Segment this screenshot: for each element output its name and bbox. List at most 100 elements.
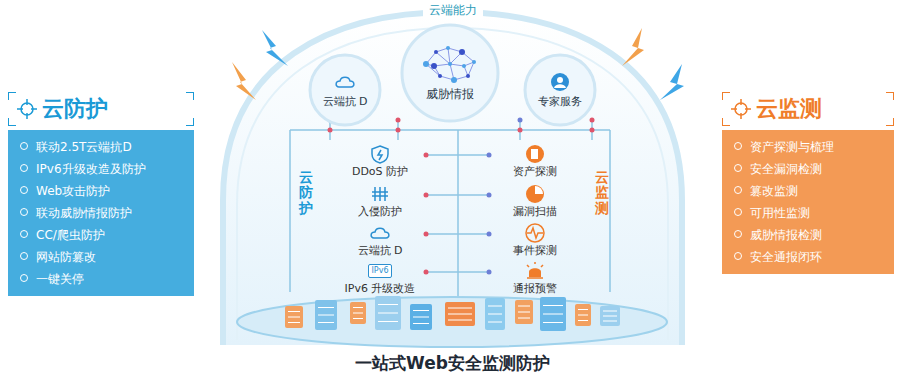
bullet — [734, 142, 742, 150]
icon — [523, 184, 547, 204]
node-text: IPv6 升级改造 — [343, 282, 418, 296]
function-item: 漏洞扫描 — [493, 183, 577, 219]
connector-dot — [487, 153, 492, 158]
vertical-label: 云防护 — [299, 170, 313, 216]
target-icon — [16, 98, 38, 120]
bracket — [186, 92, 194, 100]
icon — [368, 223, 392, 243]
node-text: 云端抗 D — [356, 244, 405, 258]
connector-dot — [424, 232, 429, 237]
icon-label: IPv6 — [368, 264, 391, 278]
icon — [523, 261, 547, 281]
connector-dot — [424, 270, 429, 275]
list-item: 网站防篡改 — [16, 246, 186, 268]
list-item: 安全通报闭环 — [730, 246, 886, 268]
function-item: 事件探测 — [493, 222, 577, 258]
icon-slot — [493, 260, 577, 282]
list-item: 资产探测与梳理 — [730, 136, 886, 158]
node-text: 入侵防护 — [356, 205, 404, 219]
circle-outline — [400, 23, 500, 123]
bullet — [20, 142, 28, 150]
node-text: 资产探测 — [511, 165, 559, 179]
node-text: 一站式Web安全监测防护 — [349, 352, 556, 375]
icon-slot — [493, 143, 577, 165]
list-item: IPv6升级改造及防护 — [16, 158, 186, 180]
connector-dot — [487, 270, 492, 275]
icon — [418, 44, 482, 84]
icon-slot — [493, 183, 577, 205]
icon — [548, 72, 572, 92]
bracket — [8, 92, 16, 100]
panel-title: 云防护 — [8, 92, 194, 126]
icon-slot — [338, 183, 422, 205]
capability-circle: 威胁情报 — [400, 23, 500, 123]
list-item: CC/爬虫防护 — [16, 224, 186, 246]
bullet — [20, 164, 28, 172]
connector — [424, 154, 491, 156]
node-text: 事件探测 — [511, 244, 559, 258]
lightning-bolt — [660, 64, 684, 100]
icon — [523, 144, 547, 164]
icon — [368, 144, 392, 164]
bracket — [886, 92, 894, 100]
connector-dot — [487, 232, 492, 237]
node-text: 通报预警 — [511, 282, 559, 296]
bullet — [734, 186, 742, 194]
dome-region: 云端能力一站式Web安全监测防护 云端抗 D 威胁情报 专家服务 DDoS 防护 资产探测… — [215, 0, 690, 385]
bullet — [20, 274, 28, 282]
bracket — [8, 118, 16, 126]
panel-list: 联动2.5T云端抗DIPv6升级改造及防护Web攻击防护联动威胁情报防护CC/爬… — [8, 130, 194, 296]
bullet — [734, 164, 742, 172]
vertical-label: 云监测 — [595, 170, 609, 216]
panel-list: 资产探测与梳理安全漏洞检测篡改监测可用性监测威胁情报检测安全通报闭环 — [722, 130, 894, 274]
function-item: IPv6IPv6 升级改造 — [338, 260, 422, 296]
connector-dot — [487, 193, 492, 198]
list-item: 安全漏洞检测 — [730, 158, 886, 180]
icon — [523, 223, 547, 243]
feature-panel: 云防护联动2.5T云端抗DIPv6升级改造及防护Web攻击防护联动威胁情报防护C… — [8, 92, 194, 296]
node-text: 云端抗 D — [323, 94, 368, 109]
function-item: 通报预警 — [493, 260, 577, 296]
icon-slot — [338, 143, 422, 165]
bullet — [734, 230, 742, 238]
connector-dot — [424, 153, 429, 158]
icon-slot — [338, 222, 422, 244]
node-text: 云监测 — [756, 96, 822, 121]
capability-circle: 云端抗 D — [308, 53, 382, 127]
capability-circle: 专家服务 — [523, 53, 597, 127]
bullet — [20, 186, 28, 194]
connector — [424, 271, 491, 273]
feature-panel: 云监测资产探测与梳理安全漏洞检测篡改监测可用性监测威胁情报检测安全通报闭环 — [722, 92, 894, 274]
connector — [424, 194, 491, 196]
node-text: 云端能力 — [423, 2, 483, 19]
list-item: Web攻击防护 — [16, 180, 186, 202]
lightning-bolt — [622, 28, 644, 66]
node-text: 威胁情报 — [426, 86, 474, 103]
panel-title: 云监测 — [722, 92, 894, 126]
icon — [368, 184, 392, 204]
list-item: 威胁情报检测 — [730, 224, 886, 246]
bracket — [722, 92, 730, 100]
bullet — [20, 252, 28, 260]
connector — [424, 233, 491, 235]
bracket — [722, 118, 730, 126]
bracket — [186, 118, 194, 126]
function-item: 资产探测 — [493, 143, 577, 179]
bullet — [20, 230, 28, 238]
node-text: DDoS 防护 — [350, 165, 410, 179]
icon-slot — [493, 222, 577, 244]
circle-outline — [308, 53, 382, 127]
icon-slot: IPv6 — [338, 260, 422, 282]
bullet — [20, 208, 28, 216]
node-text: 专家服务 — [538, 94, 582, 109]
bullet — [734, 208, 742, 216]
node-text: 漏洞扫描 — [511, 205, 559, 219]
function-item: 云端抗 D — [338, 222, 422, 258]
icon — [333, 72, 357, 92]
node-text: 云防护 — [42, 96, 108, 121]
bracket — [886, 118, 894, 126]
connector-dot — [424, 193, 429, 198]
list-item: 可用性监测 — [730, 202, 886, 224]
list-item: 联动威胁情报防护 — [16, 202, 186, 224]
function-item: DDoS 防护 — [338, 143, 422, 179]
